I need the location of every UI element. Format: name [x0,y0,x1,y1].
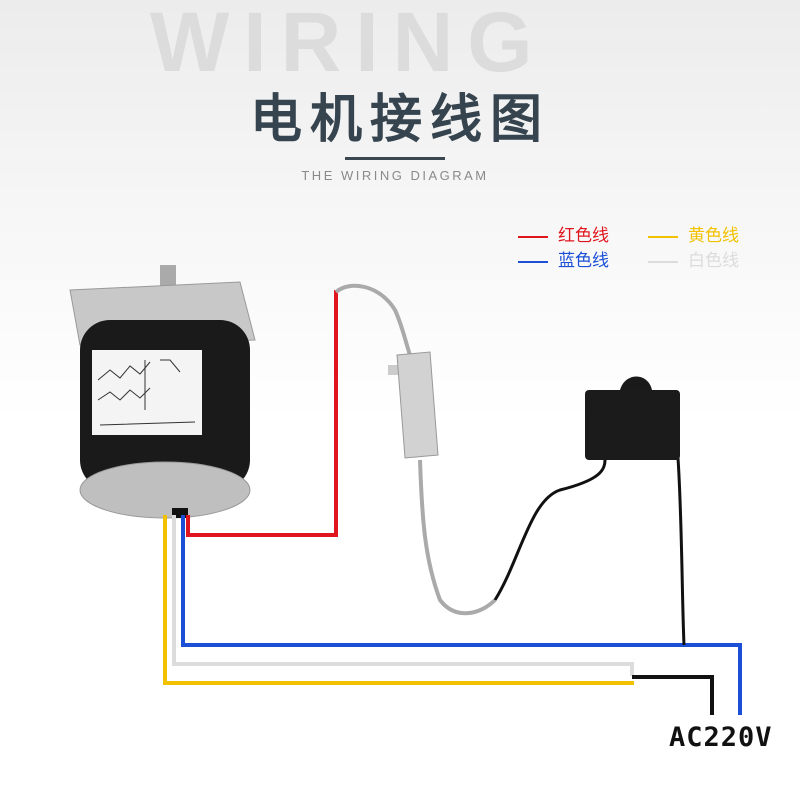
power-label: AC220V [669,722,773,753]
wire-blue [181,515,742,715]
resistor-cable-top [334,283,412,356]
legend-yellow: 黄色线 [648,226,758,247]
resistor-cable-bottom [418,459,497,616]
wire-red [186,290,338,537]
page-title: 电机接线图 [249,90,550,150]
wire-black-power [632,675,714,715]
legend-white: 白色线 [648,251,758,272]
legend-red: 红色线 [518,226,648,247]
wire-white [172,515,634,676]
title-divider [345,157,445,160]
page-subtitle: THE WIRING DIAGRAM [301,168,489,183]
resistor [388,351,439,459]
wire-legend: 红色线 黄色线 蓝色线 白色线 [518,226,758,272]
motor [69,265,256,519]
motor-shaft [160,265,176,290]
wire-yellow [163,515,634,685]
watermark-text: WIRING [150,0,547,89]
legend-blue: 蓝色线 [518,251,648,272]
capacitor-wire-2 [676,457,686,646]
capacitor-wire-1 [493,459,607,601]
motor-end-cap [79,461,251,519]
capacitor [585,376,680,460]
